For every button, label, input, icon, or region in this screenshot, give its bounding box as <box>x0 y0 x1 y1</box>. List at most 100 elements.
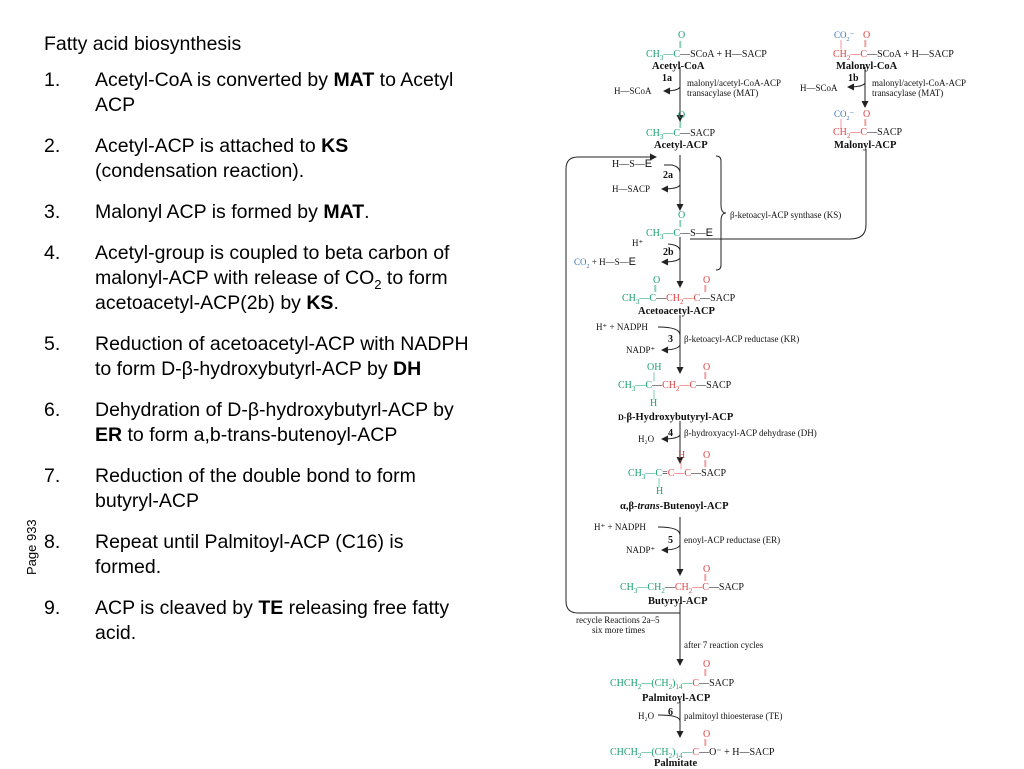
enzyme-dh: β-hydroxyacyl-ACP dehydrase (DH) <box>684 428 817 438</box>
page-reference: Page 933 <box>24 519 39 575</box>
malonyl-acp-carbonyl-o: O <box>863 109 871 120</box>
arrow-2a-e <box>664 164 681 174</box>
step-text: Dehydration of D-β-hydroxybutyrl-ACP by … <box>95 399 454 446</box>
step-number: 7. <box>44 465 61 487</box>
enzyme-abbrev: DH <box>393 358 422 380</box>
enzyme-abbrev: KS <box>321 135 349 157</box>
step-text: Acetyl-ACP is attached to KS (condensati… <box>95 135 349 182</box>
step-number: 3. <box>44 201 61 223</box>
fatty-acid-pathway-diagram: O ‖ CH3—C—SCoA + H—SACP Acetyl-CoA CO2⁻ … <box>550 25 1020 769</box>
hydroxy-bond-up: | <box>653 371 656 382</box>
hydroxy-oh: OH <box>647 362 662 373</box>
enzyme-abbrev: TE <box>258 597 284 619</box>
step-number: 2. <box>44 135 61 157</box>
hydroxy-dbl: ‖ <box>704 371 707 382</box>
co2-plus-ks: CO2 + H—S—E <box>574 256 636 270</box>
malonyl-acp-name: Malonyl-ACP <box>834 140 897 151</box>
step-number: 4. <box>44 242 61 264</box>
malonyl-coa-name: Malonyl-CoA <box>836 61 898 72</box>
step-number: 6. <box>44 399 61 421</box>
slide-text-panel: Fatty acid biosynthesis 1. Acetyl-CoA is… <box>44 32 474 662</box>
arrow-5-in <box>657 526 681 536</box>
hydroxy-bond-down: | <box>653 389 656 400</box>
enzyme-kr: β-ketoacyl-ACP reductase (KR) <box>684 334 800 344</box>
step-label-1a: 1a <box>662 73 672 84</box>
malonyl-acp-co2-minus: CO2⁻ <box>834 109 855 122</box>
nadp-5: NADP⁺ <box>626 545 656 555</box>
arrow-2a-side <box>661 184 681 193</box>
malonyl-acp-double-bond: ‖ <box>864 118 867 129</box>
butyryl-acp-name: Butyryl-ACP <box>648 596 708 607</box>
acetyl-coa-carbonyl-o: O <box>678 30 686 41</box>
pathway-arrows <box>565 67 869 738</box>
recycle-label-line1: recycle Reactions 2a–5 <box>576 615 660 625</box>
h-sacp-2a: H—SACP <box>612 184 651 194</box>
step-label-2a: 2a <box>663 170 673 181</box>
enzyme-te: palmitoyl thioesterase (TE) <box>684 711 783 721</box>
acetoacetyl-dbl2: ‖ <box>704 284 707 295</box>
enzyme-mat-1b-line2: transacylase (MAT) <box>872 88 944 98</box>
step-4: 4. Acetyl-group is coupled to beta carbo… <box>44 241 474 316</box>
palmitoyl-acp-formula: CHCH2—(CH2)14—C—SACP <box>610 678 735 691</box>
step-6: 6. Dehydration of D-β-hydroxybutyrl-ACP … <box>44 398 474 448</box>
acetoacetyl-o2: O <box>703 275 711 286</box>
butenoyl-acp-name: α,β-trans-Butenoyl-ACP <box>620 501 729 512</box>
butyryl-dbl: ‖ <box>704 573 707 584</box>
ks-bracket <box>715 155 727 271</box>
acetyl-ks-double-bond: ‖ <box>679 219 682 230</box>
recycle-label-line2: six more times <box>592 625 645 635</box>
malonyl-coa-co2-minus: CO2⁻ <box>834 30 855 43</box>
enzyme-mat-1b-line1: malonyl/acetyl-CoA-ACP <box>872 78 966 88</box>
enzyme-abbrev: ER <box>95 424 123 446</box>
step-number: 5. <box>44 333 61 355</box>
butenoyl-h-bottom: H <box>656 486 664 497</box>
step-2: 2. Acetyl-ACP is attached to KS (condens… <box>44 134 474 184</box>
palmitate-o: O <box>703 729 711 740</box>
enzyme-abbrev: MAT <box>333 69 375 91</box>
step-3: 3. Malonyl ACP is formed by MAT. <box>44 200 474 225</box>
acetyl-ks-carbonyl-o: O <box>678 210 686 221</box>
step-text: Reduction of the double bond to form but… <box>95 465 416 512</box>
palmitate-name: Palmitate <box>654 758 698 769</box>
h-scoa-1b: H—SCoA <box>800 83 838 93</box>
step-text: Acetyl-CoA is converted by MAT to Acetyl… <box>95 69 454 116</box>
acetyl-coa-double-bond: ‖ <box>679 40 682 51</box>
acetyl-coa-formula: CH3—C—SCoA + H—SACP <box>646 49 767 62</box>
step-label-2b: 2b <box>663 247 674 258</box>
slide-title: Fatty acid biosynthesis <box>44 33 242 55</box>
malonyl-coa-carbonyl-o: O <box>863 30 871 41</box>
butenoyl-dbl: ‖ <box>704 459 707 470</box>
arrow-3-out <box>661 344 681 354</box>
malonyl-acp-formula: CH2—C—SACP <box>833 127 903 140</box>
hydroxybutyryl-acp-name: D-β-Hydroxybutyryl-ACP <box>618 412 734 423</box>
step-text: ACP is cleaved by TE releasing free fatt… <box>95 597 450 644</box>
step-number: 9. <box>44 597 61 619</box>
enzyme-abbrev: KS <box>306 292 334 314</box>
hydroxy-h: H <box>650 398 658 409</box>
malonyl-acp-bond: | <box>840 118 843 129</box>
enzyme-mat-1a-line2: transacylase (MAT) <box>687 88 759 98</box>
acetyl-acp-carbonyl-o: O <box>678 110 686 121</box>
palmitoyl-dbl: ‖ <box>704 668 707 679</box>
hydroxy-o: O <box>703 362 711 373</box>
step-number: 8. <box>44 531 61 553</box>
acetyl-ks-formula: CH3—C—S—E <box>646 227 713 242</box>
butyryl-o: O <box>703 564 711 575</box>
acetoacetyl-acp-name: Acetoacetyl-ACP <box>638 306 715 317</box>
step-8: 8. Repeat until Palmitoyl-ACP (C16) is f… <box>44 530 474 580</box>
hydroxybutyryl-acp-formula: CH3—C—CH2—C—SACP <box>618 380 732 393</box>
acetyl-coa-name: Acetyl-CoA <box>652 61 705 72</box>
butenoyl-acp-formula: CH3—C=C—C—SACP <box>628 468 727 481</box>
malonyl-coa-formula: CH2—C—SCoA + H—SACP <box>833 49 954 62</box>
h2o-4: H₂O <box>638 434 655 444</box>
step-list: 1. Acetyl-CoA is converted by MAT to Ace… <box>44 68 474 646</box>
nadph-3: H⁺ + NADPH <box>596 322 648 332</box>
butenoyl-bond-up: | <box>680 459 683 470</box>
h-plus-2b: H⁺ <box>632 238 644 248</box>
acetyl-acp-formula: CH3—C—SACP <box>646 128 716 141</box>
step-7: 7. Reduction of the double bond to form … <box>44 464 474 514</box>
butenoyl-bond-down: | <box>658 477 661 488</box>
palmitate-dbl: ‖ <box>704 738 707 749</box>
malonyl-coa-bond: | <box>840 39 843 50</box>
arrow-2b-side <box>661 257 681 266</box>
